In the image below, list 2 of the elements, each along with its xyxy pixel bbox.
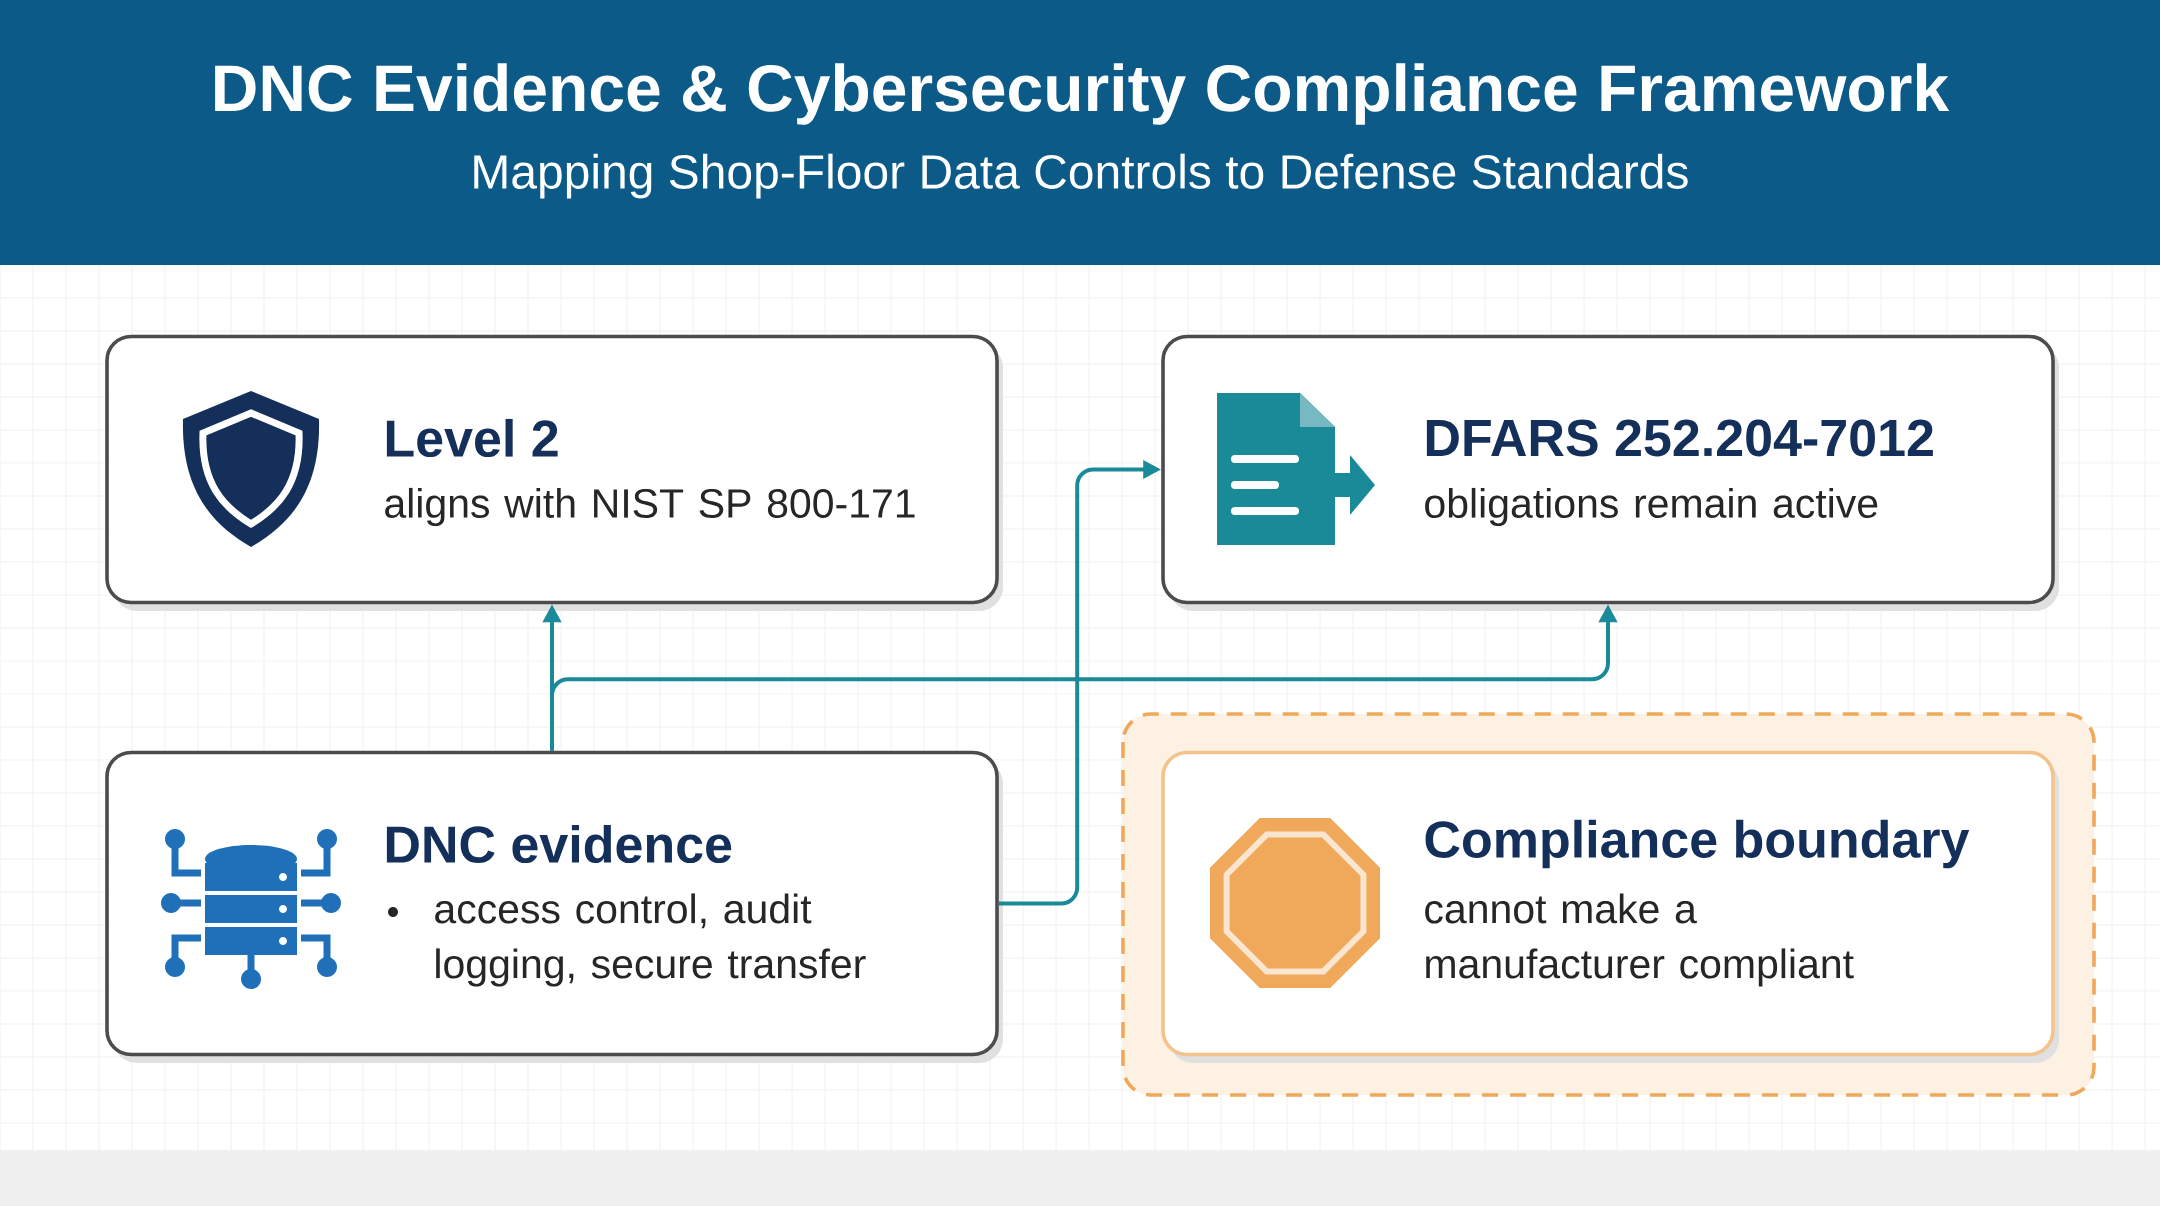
title: DNC Evidence & Cybersecurity Compliance Framework [215,63,1950,125]
subtitle: Mapping Shop-Floor Data Controls to Defense Standards [474,153,1688,199]
